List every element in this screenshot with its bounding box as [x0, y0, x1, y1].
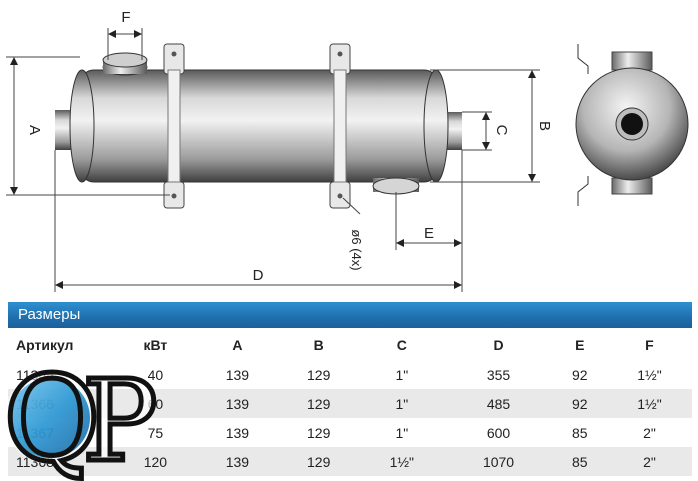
cell-a: 139: [196, 389, 279, 418]
col-header-e: E: [575, 337, 585, 353]
dim-label-f: F: [121, 9, 130, 26]
dim-label-b: B: [536, 121, 553, 131]
cell-d: 485: [444, 389, 553, 418]
cell-a: 139: [196, 360, 279, 389]
col-header-f: F: [645, 337, 654, 353]
cell-b: 129: [278, 418, 360, 447]
cell-d: 1070: [444, 447, 553, 476]
cell-b: 129: [278, 447, 360, 476]
col-header-article: Артикул: [16, 337, 74, 353]
table-title: Размеры: [8, 302, 692, 328]
table-header-row: Артикул кВт A B C D E F: [8, 330, 692, 360]
end-view: [575, 44, 689, 206]
cell-d: 355: [444, 360, 553, 389]
col-header-c: C: [396, 337, 407, 353]
cell-e: 85: [552, 418, 607, 447]
hole-note: ø6 (4x): [349, 229, 364, 270]
dimensions-table: Артикул кВт A B C D E F 11365 40 139 129…: [8, 330, 692, 476]
dim-label-c: C: [493, 125, 510, 136]
cell-d: 600: [444, 418, 553, 447]
qp-logo: Q P: [1, 356, 160, 481]
cell-e: 92: [552, 389, 607, 418]
cell-e: 92: [552, 360, 607, 389]
col-header-kw: кВт: [143, 337, 168, 353]
col-header-b: B: [313, 337, 324, 353]
cell-e: 85: [552, 447, 607, 476]
table-row: 11365 40 139 129 1" 355 92 1½": [8, 360, 692, 389]
cell-b: 129: [278, 360, 360, 389]
cell-f: 2": [606, 418, 692, 447]
cell-kw: 120: [114, 447, 197, 476]
dim-label-d: D: [253, 267, 264, 284]
cell-c: 1": [359, 389, 445, 418]
cell-kw: 75: [114, 418, 197, 447]
dim-label-e: E: [424, 225, 434, 242]
side-view: [55, 43, 462, 209]
cell-b: 129: [278, 389, 360, 418]
cell-c: 1": [359, 360, 445, 389]
cell-a: 139: [196, 447, 279, 476]
cell-f: 2": [606, 447, 692, 476]
cell-c: 1½": [359, 447, 445, 476]
cell-f: 1½": [606, 360, 692, 389]
dim-label-a: A: [26, 125, 43, 135]
cell-f: 1½": [606, 389, 692, 418]
logo-letter-q: Q: [4, 356, 101, 481]
col-header-a: A: [232, 337, 243, 353]
logo-letter-p: P: [82, 357, 157, 481]
cell-kw: 60: [114, 389, 197, 418]
heat-exchanger-drawing: A B C F E D ø6 (4x): [6, 9, 689, 292]
col-header-d: D: [493, 337, 504, 353]
cell-a: 139: [196, 418, 279, 447]
cell-kw: 40: [114, 360, 197, 389]
cell-c: 1": [359, 418, 445, 447]
